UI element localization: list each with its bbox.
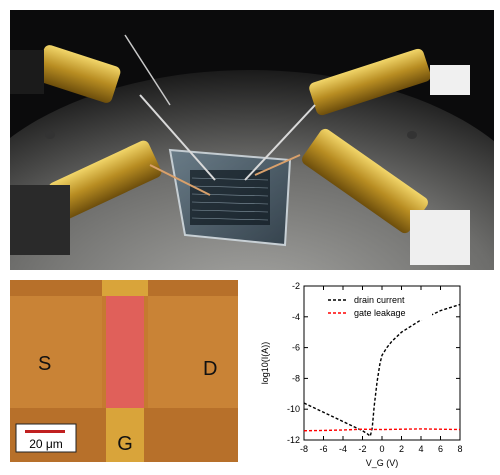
source-label: S: [38, 353, 51, 375]
x-tick-label: -8: [300, 444, 308, 454]
device-micrograph: 20 μm S D G: [10, 280, 238, 462]
y-tick-label: -12: [287, 435, 300, 445]
y-axis-label: log10(I(A)): [260, 342, 270, 385]
gate-strip: [106, 296, 144, 408]
legend-box: [324, 290, 432, 320]
series-line-1: [303, 428, 461, 432]
x-axis-label: V_G (V): [366, 458, 399, 468]
legend-label-1: gate leakage: [354, 308, 406, 318]
probe-arm-bottom-right: [254, 128, 470, 265]
x-tick-label: 4: [418, 444, 423, 454]
probe-station-photo: [10, 10, 494, 270]
y-tick-label: -6: [292, 343, 300, 353]
drain-label: D: [203, 358, 217, 380]
x-tick-label: 0: [379, 444, 384, 454]
x-tick-label: 6: [438, 444, 443, 454]
probe-arm-bottom-left: [10, 140, 211, 255]
x-tick-label: 8: [457, 444, 462, 454]
x-tick-label: -2: [358, 444, 366, 454]
y-tick-label: -8: [292, 373, 300, 383]
legend-label-0: drain current: [354, 295, 405, 305]
x-tick-label: 2: [399, 444, 404, 454]
x-tick-label: -4: [339, 444, 347, 454]
gate-pad: [106, 408, 144, 462]
probe-arm-top-left: [10, 34, 216, 181]
y-tick-label: -10: [287, 404, 300, 414]
x-tick-label: -6: [319, 444, 327, 454]
y-tick-label: -4: [292, 312, 300, 322]
scale-bar-label: 20 μm: [29, 437, 63, 451]
y-tick-label: -2: [292, 281, 300, 291]
series-line-0: [303, 303, 461, 438]
scale-bar-box: [15, 423, 77, 453]
gate-label: G: [117, 433, 133, 455]
probe-arm-top-right: [244, 48, 470, 181]
probe-station-illustration: [10, 10, 494, 270]
scale-bar: [25, 430, 65, 433]
